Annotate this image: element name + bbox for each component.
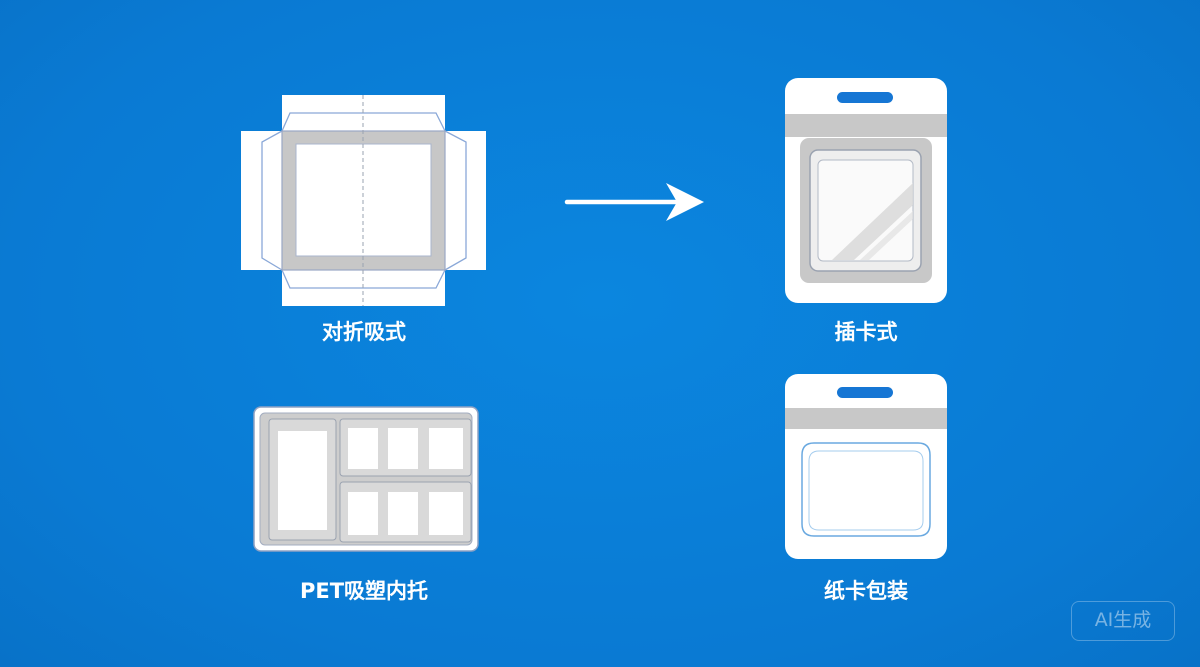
fold-blister-illustration xyxy=(241,95,486,306)
pet-tray-illustration xyxy=(253,406,479,552)
pet-tray-label: PET吸塑内托 xyxy=(299,579,429,603)
paper-card-label: 纸卡包装 xyxy=(824,579,908,603)
arrow-right-icon xyxy=(564,183,704,221)
insert-card-illustration xyxy=(785,78,947,303)
insert-card-label: 插卡式 xyxy=(834,320,898,344)
paper-card-illustration xyxy=(785,374,947,559)
ai-generated-badge: AI生成 xyxy=(1071,601,1175,641)
fold-blister-label: 对折吸式 xyxy=(322,320,406,344)
